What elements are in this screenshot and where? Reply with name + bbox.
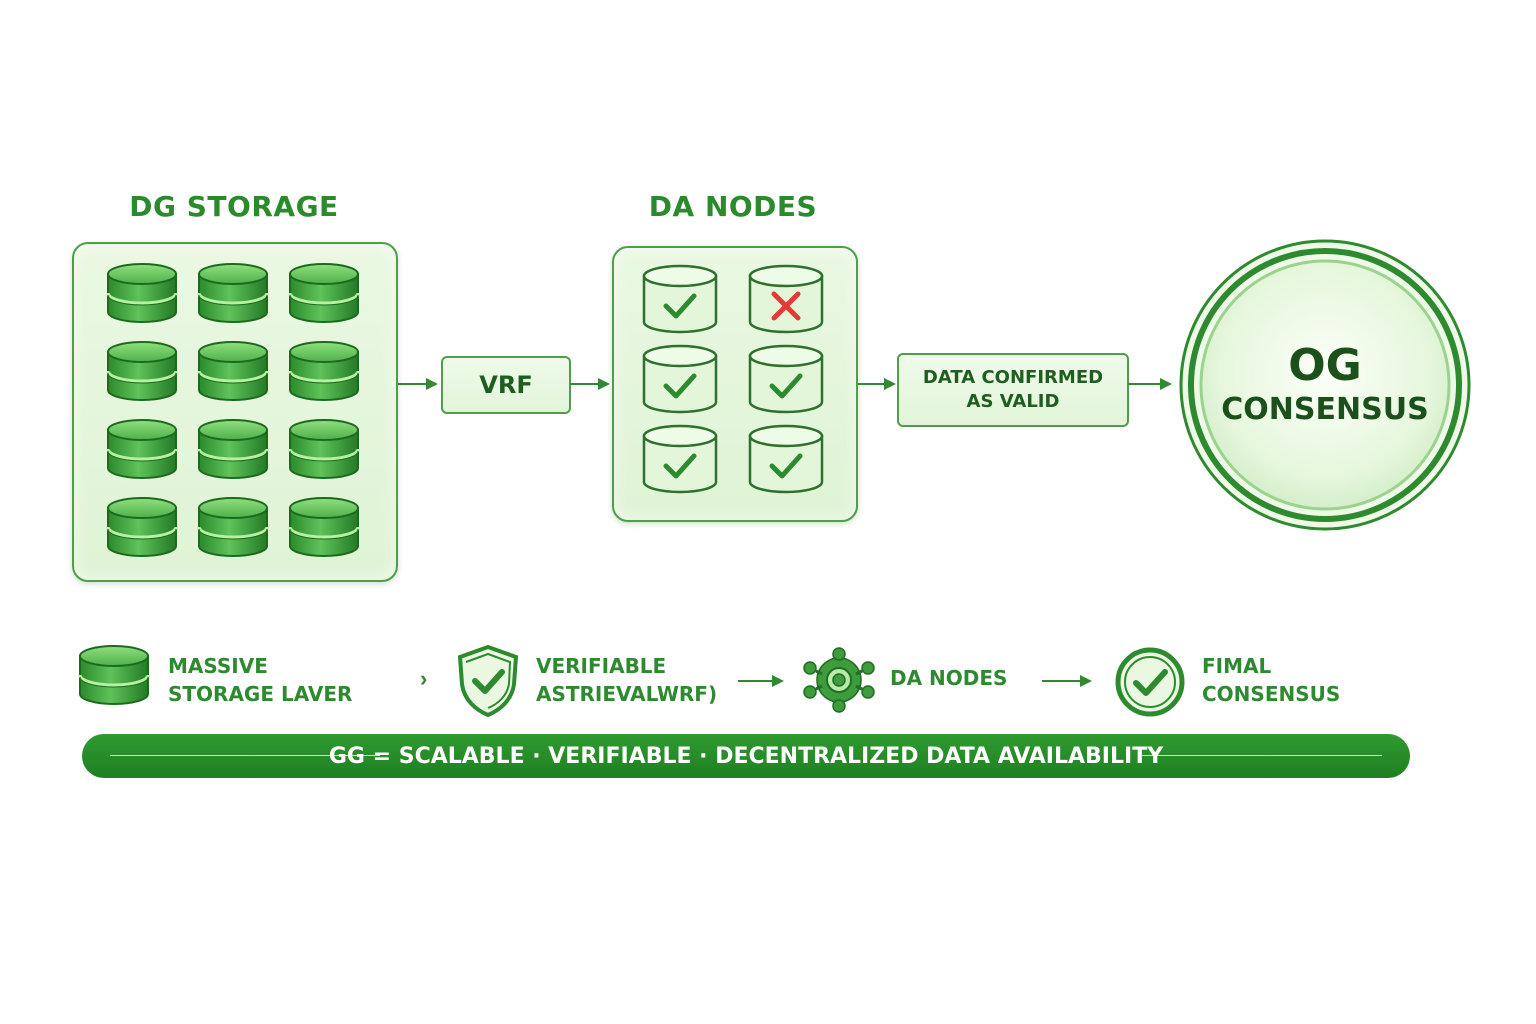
tagline-banner: GG = SCALABLE · VERIFIABLE · DECENTRALIZ… [82,734,1410,778]
arrow-storage-to-vrf [398,378,438,390]
storage-cylinder-icon [106,340,178,402]
storage-cylinder-icon [288,340,360,402]
chevron-right-icon: › [420,666,428,691]
da-node-valid [748,344,824,414]
banner-left-line [110,755,380,756]
storage-cylinder-grid [106,262,366,562]
confirmed-line-2: AS VALID [966,391,1060,412]
legend-storage-line-2: STORAGE LAVER [168,682,353,706]
arrow-da-nodes-to-confirmed [858,378,896,390]
check-icon [663,453,697,479]
legend-arrow-1 [738,675,784,687]
consensus-line-1: OG [1288,340,1362,391]
legend-final-consensus-line-1: FIMAL [1202,654,1272,678]
vrf-label: VRF [479,371,533,399]
check-icon [769,453,803,479]
arrow-confirmed-to-consensus [1128,378,1172,390]
storage-cylinder-icon [197,262,269,324]
storage-cylinder-icon [197,418,269,480]
da-node-grid [642,264,832,504]
storage-title: DG STORAGE [129,190,339,223]
storage-cylinder-icon [197,340,269,402]
confirmed-line-1: DATA CONFIRMED [922,367,1104,388]
storage-cylinder-icon [106,496,178,558]
legend-da-nodes-line-1: DA NODES [890,666,1008,690]
legend-item-da-nodes [798,646,880,719]
legend-final-consensus-text: FIMAL CONSENSUS [1202,652,1340,708]
legend-da-nodes-text: DA NODES [890,664,1007,692]
da-node-valid [748,424,824,494]
da-node-valid [642,344,718,414]
check-icon [663,373,697,399]
check-circle-icon [1115,647,1185,717]
legend-arrow-2 [1042,675,1092,687]
shield-check-icon [457,644,519,718]
storage-cylinder-icon [197,496,269,558]
legend-item-final-consensus [1114,646,1186,723]
banner-right-line [1142,755,1382,756]
legend-storage-line-1: MASSIVE [168,654,268,678]
legend-item-verifiable [456,644,520,723]
storage-panel [72,242,398,582]
legend-verifiable-line-1: VERIFIABLE [536,654,667,678]
banner-text: GG = SCALABLE · VERIFIABLE · DECENTRALIZ… [328,743,1164,769]
consensus-label: OG CONSENSUS [1178,238,1472,532]
storage-cylinder-icon [288,418,360,480]
legend-verifiable-text: VERIFIABLE ASTRIEVALWRF) [536,652,717,708]
da-node-valid [642,424,718,494]
check-icon [663,293,697,319]
cross-icon [771,291,801,321]
consensus-line-2: CONSENSUS [1221,392,1429,427]
legend-final-consensus-line-2: CONSENSUS [1202,682,1341,706]
storage-cylinder-icon [288,496,360,558]
legend-storage-text: MASSIVE STORAGE LAVER [168,652,352,708]
da-nodes-panel [612,246,858,522]
check-icon [769,373,803,399]
storage-cylinder-icon [106,418,178,480]
vrf-box: VRF [441,356,571,414]
data-confirmed-box: DATA CONFIRMED AS VALID [897,353,1129,427]
gear-nodes-icon [803,647,875,713]
legend-verifiable-line-2: ASTRIEVALWRF) [536,682,718,706]
legend-item-storage [78,642,150,713]
storage-cylinder-icon [106,262,178,324]
da-nodes-title: DA NODES [648,190,818,223]
da-node-valid [642,264,718,334]
arrow-vrf-to-da-nodes [570,378,610,390]
database-cylinder-icon [78,642,150,708]
da-node-invalid [748,264,824,334]
storage-cylinder-icon [288,262,360,324]
og-consensus-circle: OG CONSENSUS [1178,238,1472,532]
